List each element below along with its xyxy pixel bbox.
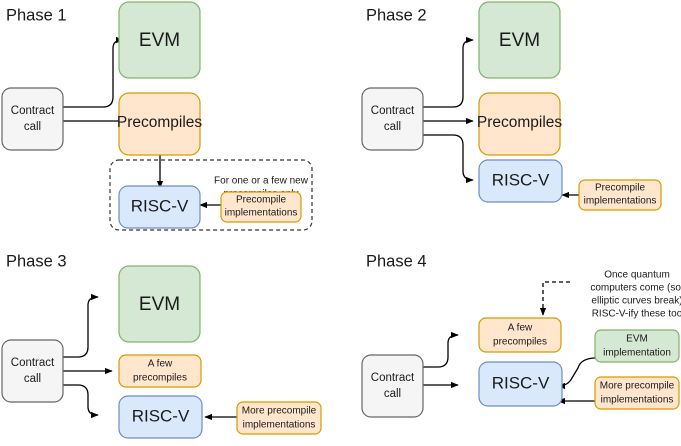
phase-2-contract-call-box[interactable] xyxy=(361,87,424,151)
phase-3-a-few-precompiles-line1: A few xyxy=(148,359,173,370)
phase-3-contract-call-line1: Contract xyxy=(11,357,55,369)
phase-4-riscv-label: RISC-V xyxy=(492,373,550,392)
phase-3-more-impl-line2: implementations xyxy=(243,420,316,431)
phase-3-a-few-precompiles-box[interactable] xyxy=(118,354,202,388)
phase-1-riscv-box[interactable] xyxy=(118,185,201,229)
phase-4-more-precompile-implementations-box[interactable] xyxy=(594,376,680,410)
phase-2-riscv-box[interactable] xyxy=(478,159,563,203)
phase-4-evm-implementation-box[interactable] xyxy=(594,329,680,363)
edge-contract-to-evm xyxy=(63,36,124,108)
edge-contract-to-riscv-p2 xyxy=(423,134,474,184)
phase-2-precompile-implementations-line1: Precompile xyxy=(595,183,645,194)
phase-4-more-impl-line1: More precompile xyxy=(600,381,675,392)
phase-2-contract-call-line1: Contract xyxy=(371,105,415,117)
phase-1-precompiles-label: Precompiles xyxy=(117,114,203,131)
phase-1-evm-label: EVM xyxy=(139,30,180,51)
phase-1-precompile-implementations-box[interactable] xyxy=(220,191,302,223)
phase-3-title: Phase 3 xyxy=(6,252,67,270)
phase-2-precompiles-box[interactable] xyxy=(478,92,561,156)
phase-2-evm-label: EVM xyxy=(499,30,540,51)
phase-4-quantum-note-line4: RISC-V-ify these too xyxy=(592,309,681,320)
phase-4-title: Phase 4 xyxy=(366,252,427,270)
phase-2-title: Phase 2 xyxy=(366,6,427,24)
edge-contract-to-evm-p3 xyxy=(63,293,99,358)
phase-4-more-impl-line2: implementations xyxy=(601,395,674,406)
phase-1-riscv-label: RISC-V xyxy=(131,196,189,215)
phase-4-contract-call-line1: Contract xyxy=(371,372,415,384)
phase-2-panel: Phase 2 EVM Precompiles RISC-V Contract … xyxy=(361,1,662,211)
phase-3-riscv-box[interactable] xyxy=(118,395,203,439)
edge-contract-to-evm-p2 xyxy=(423,36,474,108)
phase-1-precompile-implementations-line1: Precompile xyxy=(236,195,286,206)
phase-2-evm-box[interactable] xyxy=(478,1,561,79)
edge-quantum-note-to-precompiles xyxy=(539,281,570,316)
phase-4-contract-call-box[interactable] xyxy=(361,354,424,418)
phase-3-riscv-label: RISC-V xyxy=(132,406,190,425)
phase-4-quantum-note-line2: computers come (so, xyxy=(590,283,681,294)
phase-3-more-precompile-implementations-box[interactable] xyxy=(236,401,322,435)
phase-4-a-few-precompiles-line2: precompiles xyxy=(493,337,547,348)
phase-4-a-few-precompiles-box[interactable] xyxy=(478,317,562,353)
phase-2-precompile-implementations-line2: implementations xyxy=(584,196,657,207)
phase-3-contract-call-box[interactable] xyxy=(1,339,64,403)
phase-1-group-container xyxy=(109,159,313,231)
phase-1-evm-box[interactable] xyxy=(118,1,201,79)
edge-contract-to-precompiles-p4 xyxy=(423,331,459,368)
phase-1-contract-call-line2: call xyxy=(24,121,41,133)
phase-3-a-few-precompiles-line2: precompiles xyxy=(133,373,187,384)
phase-2-riscv-label: RISC-V xyxy=(492,170,550,189)
phase-3-panel: Phase 3 EVM A few precompiles RISC-V Con… xyxy=(1,252,322,439)
phase-1-contract-call-box[interactable] xyxy=(1,87,64,151)
phase-4-quantum-note-line1: Once quantum xyxy=(604,270,670,281)
phase-1-panel: Phase 1 EVM Precompiles RISC-V Contract … xyxy=(1,1,313,231)
phase-4-riscv-box[interactable] xyxy=(478,361,563,407)
phase-4-contract-call-line2: call xyxy=(384,388,401,400)
phase-2-precompiles-label: Precompiles xyxy=(477,114,563,131)
phase-4-a-few-precompiles-line1: A few xyxy=(508,323,533,334)
phase-4-evm-impl-line2: implementation xyxy=(603,348,671,359)
edge-contract-to-riscv-p3 xyxy=(63,384,99,419)
phase-3-evm-box[interactable] xyxy=(118,265,201,343)
phase-2-precompile-implementations-box[interactable] xyxy=(578,179,662,211)
phase-4-quantum-note-line3: elliptic curves break) xyxy=(591,296,681,307)
phase-1-title: Phase 1 xyxy=(6,6,67,24)
phase-1-precompile-implementations-line2: implementations xyxy=(225,208,298,219)
phase-1-group-note-line1: For one or a few new xyxy=(214,176,309,187)
phase-4-evm-impl-line1: EVM xyxy=(626,334,648,345)
phase-3-evm-label: EVM xyxy=(139,294,180,315)
phase-4-panel: Phase 4 Once quantum computers come (so,… xyxy=(361,252,681,418)
phase-1-contract-call-line1: Contract xyxy=(11,105,55,117)
edge-evm-impl-to-riscv-p4 xyxy=(557,357,597,390)
phase-3-contract-call-line2: call xyxy=(24,373,41,385)
phase-1-precompiles-box[interactable] xyxy=(118,92,201,156)
phase-3-more-impl-line1: More precompile xyxy=(242,406,317,417)
phase-2-contract-call-line2: call xyxy=(384,121,401,133)
